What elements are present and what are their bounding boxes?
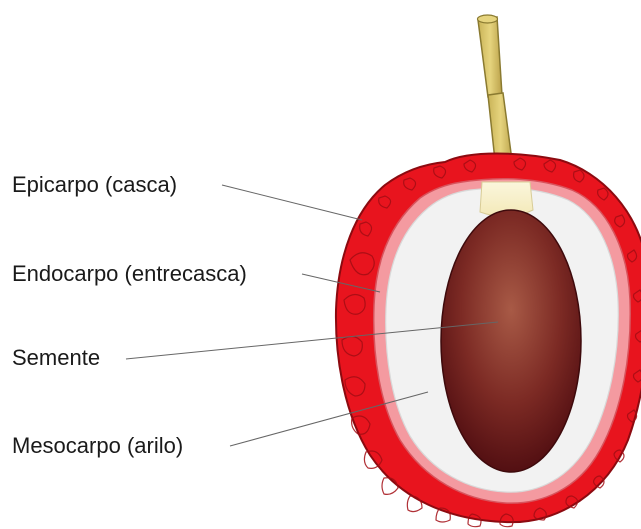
stem [478, 15, 514, 170]
seed [441, 210, 581, 472]
label-epicarp: Epicarpo (casca) [12, 172, 177, 198]
leader-line-epicarp [222, 185, 362, 220]
label-seed: Semente [12, 345, 100, 371]
label-endocarp: Endocarpo (entrecasca) [12, 261, 247, 287]
label-mesocarp: Mesocarpo (arilo) [12, 433, 183, 459]
